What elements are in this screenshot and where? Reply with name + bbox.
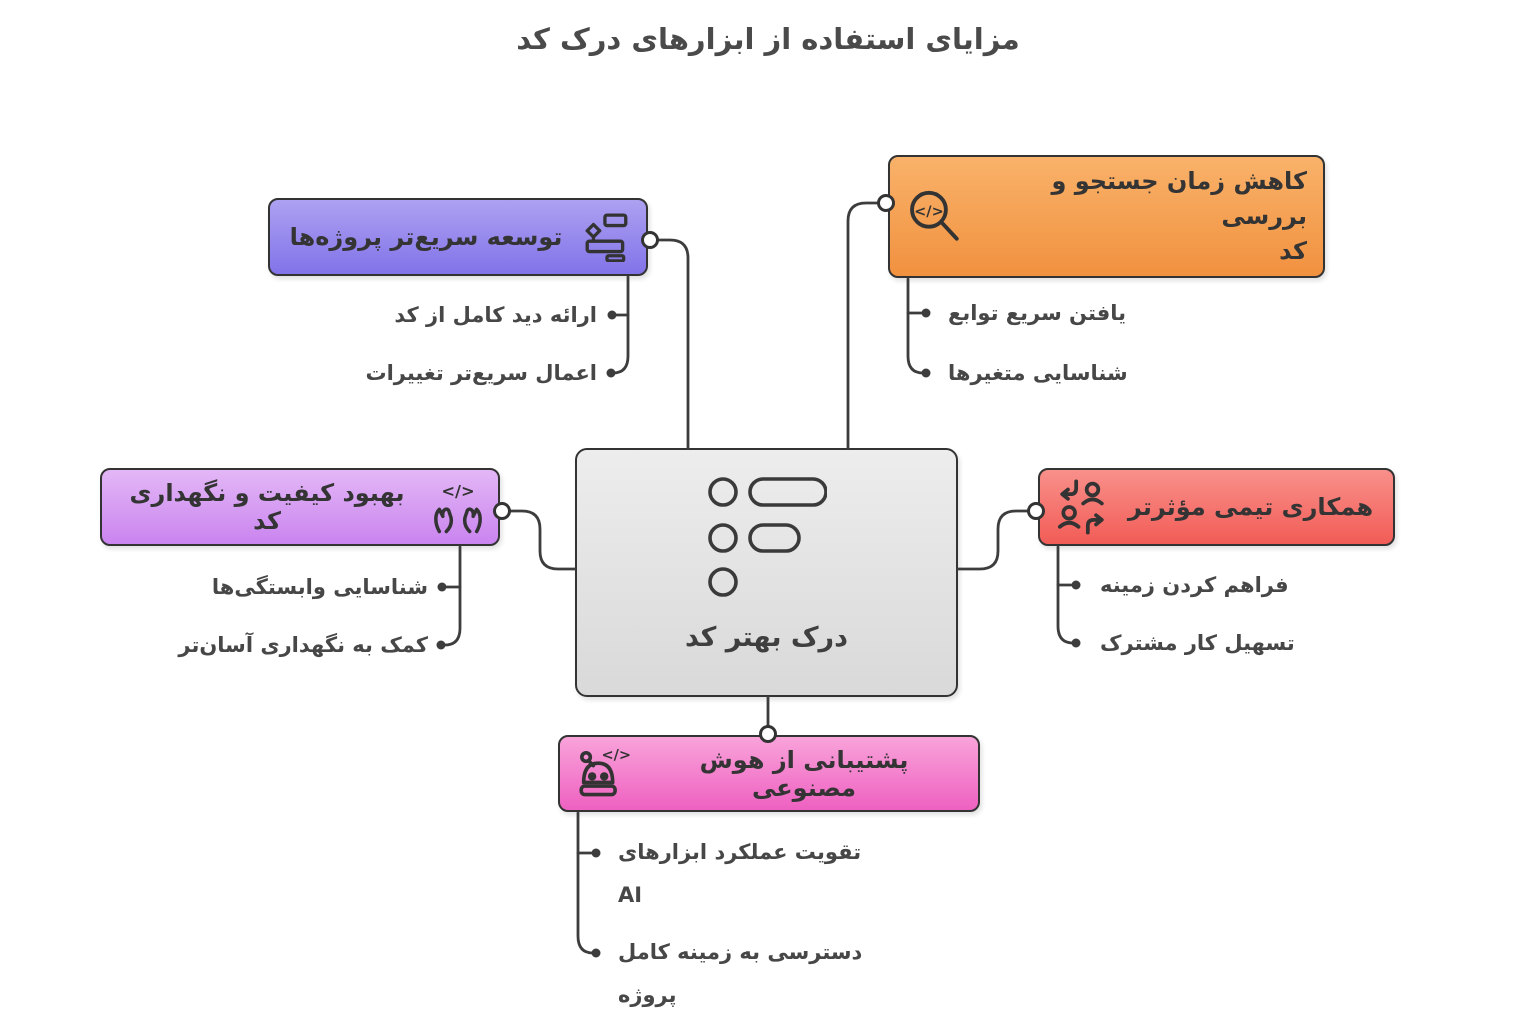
leaf-full-project-context: دسترسی به زمینه کامل پروژه — [618, 931, 862, 1017]
node-quality-maintenance: بهبود کیفیت و نگهداری کد </> — [100, 468, 500, 546]
team-exchange-icon — [1054, 479, 1110, 535]
svg-text:</>: </> — [601, 747, 631, 763]
node-ai-support-label: پشتیبانی از هوش مصنوعی — [699, 745, 909, 802]
code-search-icon: </> — [906, 188, 964, 246]
leaf-complete-code-view: ارائه دید کامل از کد — [394, 303, 597, 327]
leaf-line: پروژه — [618, 983, 677, 1007]
leaf-line: AI — [618, 883, 643, 907]
list-icon — [707, 476, 827, 598]
leaf-boost-ai-tools: تقویت عملکرد ابزارهای AI — [618, 831, 861, 917]
label-line-1: کاهش زمان جستجو و بررسی — [1051, 167, 1307, 230]
leaf-identify-variables: شناسایی متغیرها — [948, 361, 1128, 385]
node-team-collaboration-label: همکاری تیمی مؤثرتر — [1127, 493, 1374, 521]
hands-code-icon: </> — [430, 479, 486, 535]
node-faster-development-label: توسعه سریع‌تر پروژه‌ها — [289, 223, 563, 251]
diagram-title: مزایای استفاده از ابزارهای درک کد — [516, 22, 1020, 56]
leaf-line: دسترسی به زمینه کامل — [618, 940, 863, 964]
leaf-line: تقویت عملکرد ابزارهای — [618, 840, 862, 864]
leaf-find-functions-fast: یافتن سریع توابع — [948, 301, 1127, 325]
node-ai-support: </> پشتیبانی از هوش مصنوعی — [558, 735, 980, 812]
leaf-facilitate-shared-work: تسهیل کار مشترک — [1100, 631, 1295, 655]
node-faster-development: توسعه سریع‌تر پروژه‌ها — [268, 198, 648, 276]
node-team-collaboration: همکاری تیمی مؤثرتر — [1038, 468, 1395, 546]
node-better-code-understanding: درک بهتر کد — [575, 448, 958, 697]
leaf-identify-dependencies: شناسایی وابستگی‌ها — [211, 575, 428, 599]
label-line-2: کد — [1279, 237, 1307, 265]
node-reduce-search-time: </> کاهش زمان جستجو و بررسی کد — [888, 155, 1325, 278]
flowchart-icon — [582, 212, 632, 262]
leaf-provide-context: فراهم کردن زمینه — [1100, 573, 1289, 597]
robot-icon: </> — [574, 745, 632, 803]
node-quality-maintenance-label: بهبود کیفیت و نگهداری کد — [129, 479, 405, 535]
center-node-label: درک بهتر کد — [685, 622, 848, 653]
svg-text:</>: </> — [441, 482, 474, 501]
node-reduce-search-time-label: کاهش زمان جستجو و بررسی کد — [978, 164, 1307, 269]
leaf-apply-changes-faster: اعمال سریع‌تر تغییرات — [365, 361, 598, 385]
svg-text:</>: </> — [914, 203, 944, 219]
leaf-easier-maintenance: کمک به نگهداری آسان‌تر — [178, 633, 428, 657]
